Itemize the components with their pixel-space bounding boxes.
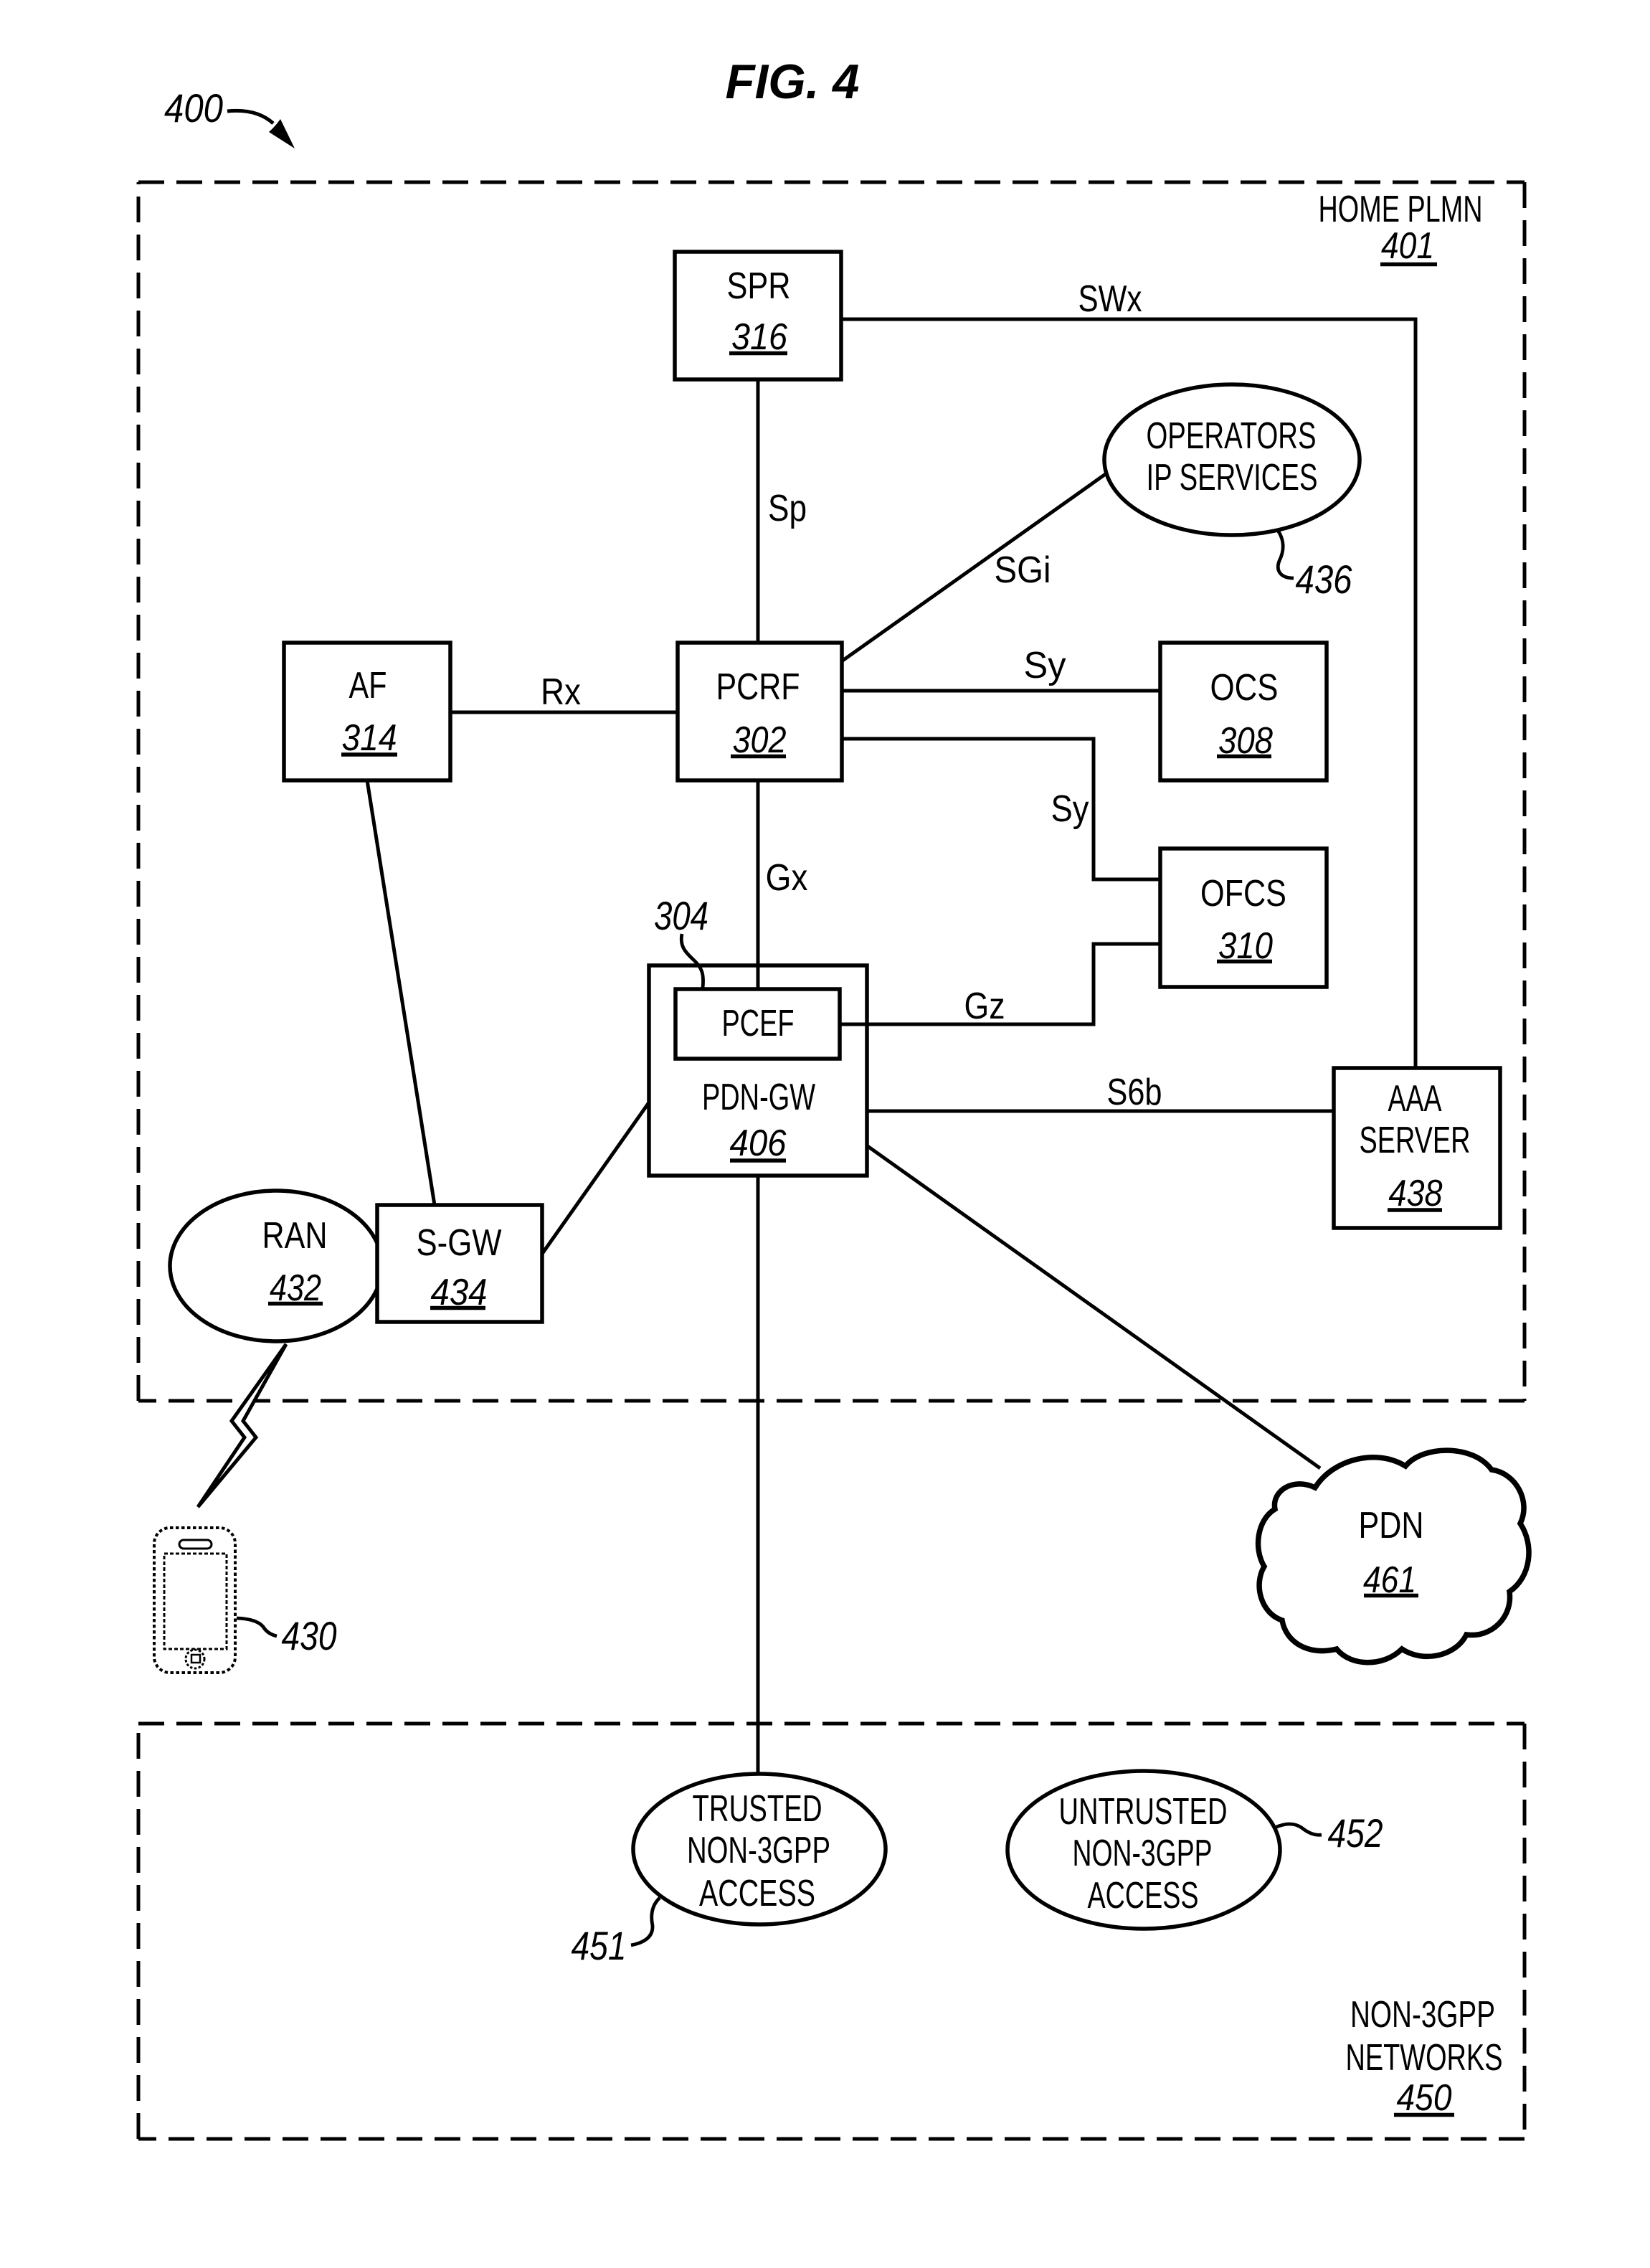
svg-text:RAN: RAN [262, 1215, 328, 1257]
svg-text:Gx: Gx [766, 857, 808, 899]
svg-text:OPERATORS: OPERATORS [1147, 415, 1317, 457]
svg-text:438: 438 [1389, 1173, 1443, 1214]
svg-text:302: 302 [733, 719, 787, 761]
svg-text:Sy: Sy [1024, 645, 1066, 686]
svg-text:OCS: OCS [1210, 667, 1279, 709]
svg-text:PCRF: PCRF [716, 666, 800, 708]
svg-text:PDN-GW: PDN-GW [702, 1077, 815, 1118]
svg-text:Sp: Sp [768, 488, 807, 529]
svg-text:ACCESS: ACCESS [699, 1873, 815, 1914]
svg-text:PCEF: PCEF [722, 1003, 795, 1044]
svg-text:S6b: S6b [1107, 1072, 1162, 1113]
svg-text:401: 401 [1381, 225, 1434, 267]
svg-text:406: 406 [730, 1123, 787, 1164]
svg-text:316: 316 [731, 316, 787, 358]
svg-text:304: 304 [654, 893, 708, 938]
svg-text:NON-3GPP: NON-3GPP [1073, 1833, 1213, 1874]
svg-text:NON-3GPP: NON-3GPP [1350, 1994, 1495, 2036]
svg-text:TRUSTED: TRUSTED [693, 1788, 822, 1830]
svg-text:NON-3GPP: NON-3GPP [687, 1830, 830, 1871]
svg-text:FIG. 4: FIG. 4 [726, 55, 860, 109]
svg-text:AF: AF [349, 665, 387, 707]
svg-text:451: 451 [572, 1923, 627, 1968]
svg-text:UNTRUSTED: UNTRUSTED [1059, 1791, 1228, 1833]
svg-text:314: 314 [342, 717, 397, 759]
svg-text:SGi: SGi [995, 549, 1051, 591]
svg-text:Sy: Sy [1051, 788, 1089, 830]
svg-text:Rx: Rx [541, 671, 581, 713]
svg-text:S-GW: S-GW [417, 1222, 502, 1264]
svg-text:HOME PLMN: HOME PLMN [1319, 189, 1483, 230]
svg-text:SWx: SWx [1078, 278, 1142, 320]
svg-text:IP SERVICES: IP SERVICES [1147, 457, 1318, 499]
svg-text:ACCESS: ACCESS [1088, 1875, 1199, 1917]
svg-text:400: 400 [164, 85, 223, 131]
svg-text:SPR: SPR [727, 265, 791, 307]
svg-text:PDN: PDN [1359, 1505, 1424, 1546]
svg-text:436: 436 [1296, 557, 1353, 602]
svg-text:452: 452 [1328, 1810, 1383, 1856]
svg-text:OFCS: OFCS [1200, 873, 1286, 915]
svg-text:AAA: AAA [1388, 1078, 1442, 1120]
svg-text:NETWORKS: NETWORKS [1346, 2037, 1503, 2079]
svg-text:Gz: Gz [964, 986, 1005, 1027]
svg-text:SERVER: SERVER [1360, 1120, 1471, 1161]
svg-text:430: 430 [282, 1613, 337, 1658]
svg-text:450: 450 [1397, 2077, 1452, 2119]
